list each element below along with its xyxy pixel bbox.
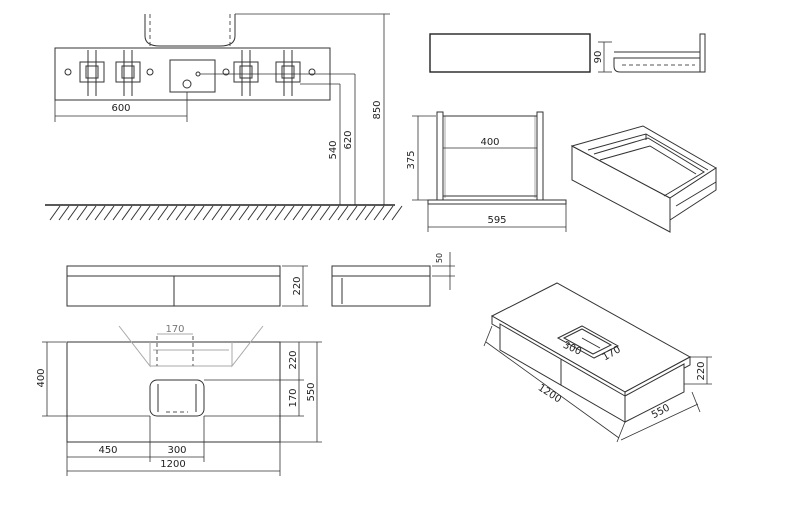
- drawer-side-iso: [669, 167, 717, 221]
- drawer-front-panel: [429, 33, 591, 73]
- wall-bracket: [115, 50, 141, 96]
- hatch-stroke: [166, 205, 178, 221]
- dim-label-plan-depth: 400: [36, 368, 47, 387]
- iso-cabinet-side: [624, 363, 685, 423]
- hatch-stroke: [184, 205, 196, 221]
- frame-post-right: [536, 111, 544, 201]
- hatch-stroke: [310, 205, 322, 221]
- hatch-stroke: [229, 205, 241, 221]
- frame-post-left: [436, 111, 444, 201]
- hatch-stroke: [274, 205, 286, 221]
- unit-plan-view: 170 400 220 170 550 450 300 1200: [36, 324, 322, 476]
- iso-dim-line-550: [620, 403, 699, 441]
- floor-hatching: [49, 205, 403, 221]
- hatch-stroke: [355, 205, 367, 221]
- frame-elevation: 400 375 595: [406, 111, 567, 232]
- dim-label-plan-sink: 170: [288, 388, 299, 407]
- drain-hole: [182, 79, 192, 89]
- hatch-stroke: [247, 205, 259, 221]
- dim-label-850: 850: [372, 100, 383, 119]
- fixing-hole: [308, 68, 316, 76]
- hatch-stroke: [328, 205, 340, 221]
- dim-label-plan-total-width: 1200: [160, 459, 185, 470]
- hatch-stroke: [319, 205, 331, 221]
- unit-side-elevation: 50: [331, 252, 455, 307]
- hatch-stroke: [211, 205, 223, 221]
- hatch-stroke: [175, 205, 187, 221]
- hatch-stroke: [94, 205, 106, 221]
- wall-bracket: [79, 50, 105, 96]
- hatch-stroke: [103, 205, 115, 221]
- hatch-stroke: [238, 205, 250, 221]
- dim-label-top-thickness: 50: [435, 253, 444, 263]
- frame-base: [427, 199, 567, 205]
- dim-label-frame-base: 595: [487, 215, 506, 226]
- hatch-stroke: [112, 205, 124, 221]
- hatch-stroke: [292, 205, 304, 221]
- hatch-stroke: [76, 205, 88, 221]
- sink-recess: [149, 379, 205, 417]
- hatch-stroke: [139, 205, 151, 221]
- dim-label-plan-offset: 450: [98, 445, 117, 456]
- hatch-stroke: [67, 205, 79, 221]
- iso-dim-line-1200: [485, 341, 620, 439]
- drawer-isometric: [570, 125, 717, 233]
- fixing-hole: [146, 68, 154, 76]
- hatch-stroke: [337, 205, 349, 221]
- hatch-stroke: [391, 205, 403, 221]
- drawer-runner: [613, 57, 701, 73]
- hatch-stroke: [130, 205, 142, 221]
- hatch-stroke: [364, 205, 376, 221]
- wall-bracket: [275, 50, 301, 96]
- hatch-stroke: [85, 205, 97, 221]
- dim-label-sink-top: 170: [165, 324, 184, 335]
- cabinet-side: [331, 275, 431, 307]
- hatch-stroke: [283, 205, 295, 221]
- drawer-front-elevation: [429, 33, 591, 73]
- hatch-stroke: [202, 205, 214, 221]
- wall-bracket: [233, 50, 259, 96]
- hatch-stroke: [265, 205, 277, 221]
- hatch-stroke: [58, 205, 70, 221]
- drawer-front-side: [699, 33, 706, 73]
- hatch-stroke: [301, 205, 313, 221]
- hatch-stroke: [256, 205, 268, 221]
- dim-label-plan-sink-width: 300: [167, 445, 186, 456]
- dim-label-wall-width: 600: [111, 103, 130, 114]
- dim-label-620: 620: [343, 130, 354, 149]
- dim-label-drawer-height: 90: [593, 51, 604, 64]
- countertop-front: [66, 265, 281, 277]
- hatch-stroke: [121, 205, 133, 221]
- drawer-front-left: [66, 275, 175, 307]
- countertop-side: [331, 265, 431, 277]
- iso-dim-label-height: 220: [696, 361, 707, 380]
- dim-label-front-height: 220: [292, 276, 303, 295]
- hatch-stroke: [346, 205, 358, 221]
- dim-label-plan-total-depth: 550: [306, 382, 317, 401]
- dim-label-540: 540: [328, 140, 339, 159]
- wall-mount-elevation: 600 540 620 850: [45, 13, 403, 221]
- dim-label-plan-front: 220: [288, 350, 299, 369]
- hatch-stroke: [193, 205, 205, 221]
- iso-dim-label-length: 1200: [536, 382, 563, 405]
- hatch-stroke: [148, 205, 160, 221]
- hatch-stroke: [382, 205, 394, 221]
- dim-label-frame-width: 400: [480, 137, 499, 148]
- fixing-hole: [222, 68, 230, 76]
- fixing-hole: [64, 68, 72, 76]
- hatch-stroke: [157, 205, 169, 221]
- basin-silhouette: [144, 14, 236, 47]
- waste-outlet-plate: [169, 59, 216, 93]
- hatch-stroke: [49, 205, 61, 221]
- dim-label-frame-height: 375: [406, 150, 417, 169]
- unit-isometric: 1200 550 220 300 170: [483, 282, 712, 443]
- unit-front-elevation: 220: [66, 265, 308, 307]
- drawer-side-view: 90: [593, 33, 706, 73]
- hatch-stroke: [373, 205, 385, 221]
- drawer-front-right: [173, 275, 281, 307]
- hatch-stroke: [220, 205, 232, 221]
